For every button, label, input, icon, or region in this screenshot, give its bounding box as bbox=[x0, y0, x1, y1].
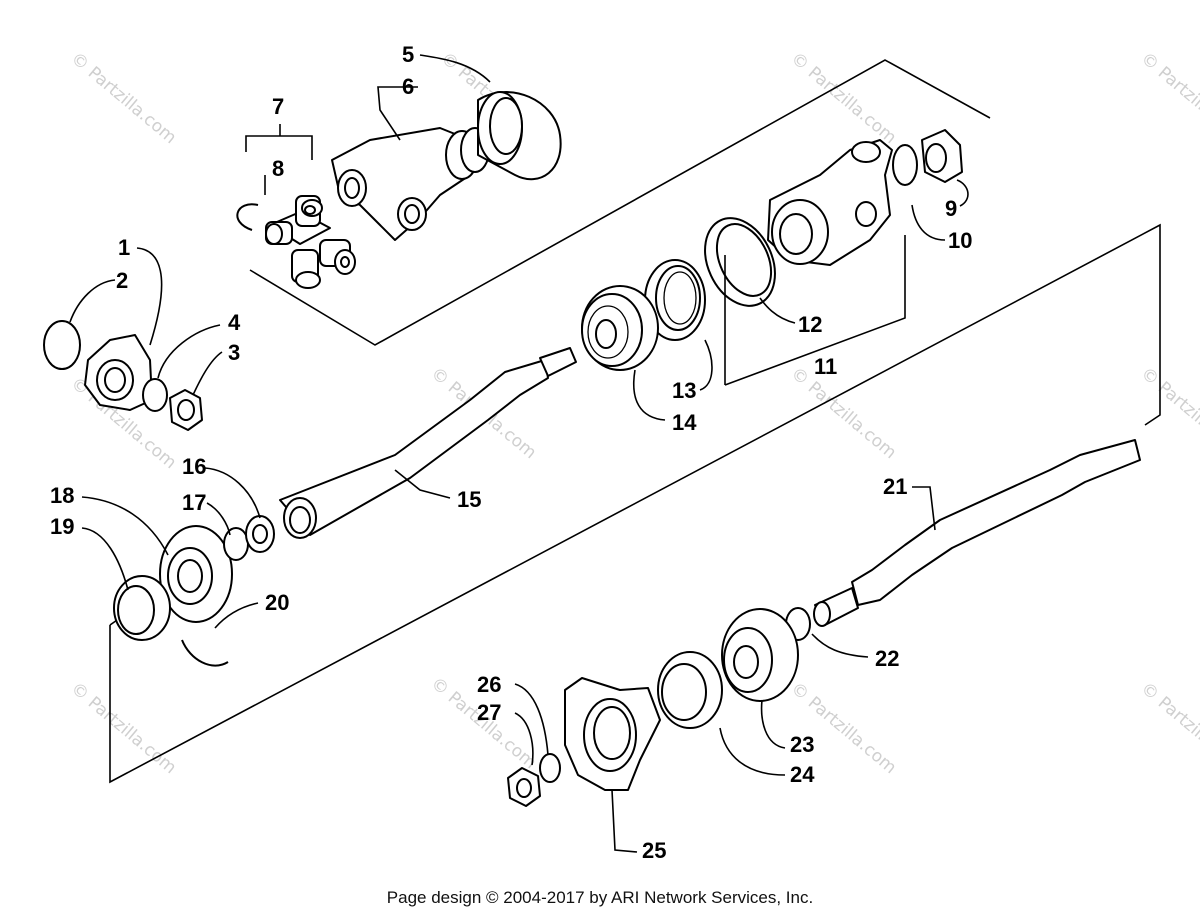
yoke-6 bbox=[331, 127, 490, 241]
callout-15: 15 bbox=[457, 487, 481, 512]
rear-shaft-21 bbox=[813, 439, 1141, 627]
front-shaft-15 bbox=[279, 347, 577, 539]
callout-7: 7 bbox=[272, 94, 284, 119]
nut-9 bbox=[921, 129, 963, 183]
callout-3: 3 bbox=[228, 340, 240, 365]
bearing-23 bbox=[721, 608, 799, 702]
leader-lines bbox=[69, 54, 969, 853]
seal-13 bbox=[644, 259, 706, 341]
watermarks: © Partzilla.com © Partzilla.com © Partzi… bbox=[67, 49, 1200, 779]
callout-11: 11 bbox=[814, 354, 837, 379]
callout-9: 9 bbox=[945, 196, 957, 221]
callout-19: 19 bbox=[50, 514, 74, 539]
callout-13: 13 bbox=[672, 378, 696, 403]
callout-16: 16 bbox=[182, 454, 206, 479]
callout-23: 23 bbox=[790, 732, 814, 757]
universal-joint bbox=[265, 195, 356, 289]
callout-10: 10 bbox=[948, 228, 972, 253]
callout-22: 22 bbox=[875, 646, 899, 671]
washer-4 bbox=[142, 378, 168, 412]
callout-6: 6 bbox=[402, 74, 414, 99]
callout-8: 8 bbox=[272, 156, 284, 181]
watermark: © Partzilla.com bbox=[1137, 49, 1200, 149]
circlip-20 bbox=[181, 639, 229, 667]
callout-24: 24 bbox=[790, 762, 815, 787]
callout-labels: 5 6 7 8 1 2 4 3 9 10 12 11 13 14 15 16 1… bbox=[50, 42, 972, 863]
washer-17 bbox=[223, 527, 249, 561]
copyright-footer: Page design © 2004-2017 by ARI Network S… bbox=[387, 888, 813, 907]
callout-5: 5 bbox=[402, 42, 414, 67]
group-box-upper bbox=[249, 59, 991, 346]
callout-21: 21 bbox=[883, 474, 907, 499]
boot-5 bbox=[477, 91, 562, 181]
callout-17: 17 bbox=[182, 490, 206, 515]
nut-16 bbox=[245, 515, 275, 553]
callout-25: 25 bbox=[642, 838, 666, 863]
seal-24 bbox=[657, 651, 723, 729]
seal-ring-12 bbox=[704, 217, 776, 307]
callout-14: 14 bbox=[672, 410, 697, 435]
nut-27 bbox=[507, 767, 541, 807]
watermark: © Partzilla.com bbox=[1137, 364, 1200, 464]
bearing-14 bbox=[581, 285, 659, 371]
callout-12: 12 bbox=[798, 312, 822, 337]
housing-25 bbox=[564, 677, 661, 791]
callout-2: 2 bbox=[116, 268, 128, 293]
washer-26 bbox=[539, 753, 561, 783]
callout-18: 18 bbox=[50, 483, 74, 508]
nut-3 bbox=[169, 389, 203, 431]
callout-4: 4 bbox=[228, 310, 241, 335]
watermark: © Partzilla.com bbox=[1137, 679, 1200, 779]
bevel-gear-1 bbox=[84, 334, 153, 411]
watermark: © Partzilla.com bbox=[787, 49, 900, 149]
group-box-lower bbox=[109, 223, 1161, 784]
bearing-19 bbox=[113, 575, 171, 641]
callout-1: 1 bbox=[118, 235, 130, 260]
watermark: © Partzilla.com bbox=[67, 679, 180, 779]
yoke-11 bbox=[767, 139, 893, 266]
watermark: © Partzilla.com bbox=[67, 49, 180, 149]
circlip-8 bbox=[236, 203, 259, 231]
callout-26: 26 bbox=[477, 672, 501, 697]
callout-20: 20 bbox=[265, 590, 289, 615]
washer-2 bbox=[43, 320, 81, 370]
sprocket-18 bbox=[159, 525, 233, 623]
callout-27: 27 bbox=[477, 700, 501, 725]
washer-10 bbox=[892, 144, 918, 186]
